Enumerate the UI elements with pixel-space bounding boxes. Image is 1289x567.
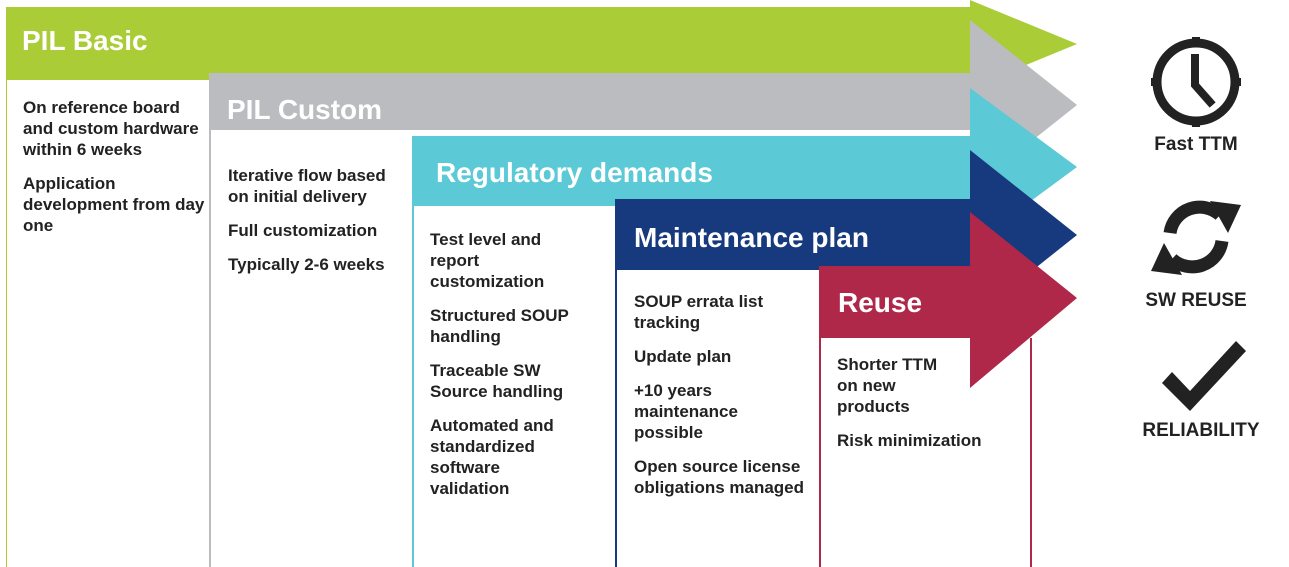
refresh-icon — [1151, 200, 1241, 275]
detail-item: On reference board and custom hardware w… — [23, 98, 199, 159]
maintenance-plan-title: Maintenance plan — [634, 222, 869, 253]
checkmark-icon — [1162, 341, 1246, 411]
pil-basic-title: PIL Basic — [22, 25, 148, 56]
reuse-details: Shorter TTM on new products Risk minimiz… — [837, 354, 1022, 464]
detail-item: Traceable SW Source handling — [430, 361, 564, 401]
pil-basic-column-outline — [6, 80, 7, 567]
benefit-label-fast-ttm: Fast TTM — [1154, 134, 1238, 155]
detail-item: Update plan — [634, 347, 732, 366]
pil-custom-arrow — [209, 20, 1077, 190]
detail-item: Iterative flow based on initial delivery — [228, 166, 386, 206]
maintenance-column-outline — [615, 270, 617, 567]
detail-item: Risk minimization — [837, 431, 982, 450]
pil-basic-details: On reference board and custom hardware w… — [23, 97, 205, 249]
reuse-title: Reuse — [838, 287, 923, 318]
detail-item: Structured SOUP handling — [430, 306, 569, 346]
benefit-label-sw-reuse: SW REUSE — [1145, 290, 1247, 311]
detail-item: +10 years maintenance possible — [634, 381, 738, 442]
pil-custom-details: Iterative flow based on initial delivery… — [228, 165, 403, 288]
detail-item: Open source license obligations managed — [634, 457, 805, 497]
detail-item: Shorter TTM on new products — [837, 355, 938, 416]
regulatory-demands-title: Regulatory demands — [436, 157, 713, 188]
detail-item: Full customization — [228, 221, 378, 240]
benefit-label-reliability: RELIABILITY — [1142, 420, 1260, 441]
detail-item: SOUP errata list tracking — [634, 292, 764, 332]
clock-icon — [1151, 37, 1241, 127]
detail-item: Application development from day one — [23, 174, 205, 235]
regulatory-demands-arrow — [412, 88, 1077, 246]
pil-custom-title: PIL Custom — [227, 94, 383, 125]
regulatory-column-outline — [412, 206, 414, 567]
pil-basic-arrow — [6, 0, 1077, 88]
reuse-column-outline-left — [819, 338, 821, 567]
reuse-column-outline-right — [1030, 338, 1032, 567]
reuse-arrow — [819, 212, 1077, 388]
maintenance-details: SOUP errata list tracking Update plan +1… — [634, 291, 819, 511]
regulatory-details: Test level and report customization Stru… — [430, 229, 598, 512]
pil-custom-column-outline — [209, 130, 211, 567]
detail-item: Typically 2-6 weeks — [228, 255, 385, 274]
detail-item: Automated and standardized software vali… — [430, 416, 554, 498]
detail-item: Test level and report customization — [430, 230, 545, 291]
maintenance-plan-arrow — [615, 150, 1077, 320]
